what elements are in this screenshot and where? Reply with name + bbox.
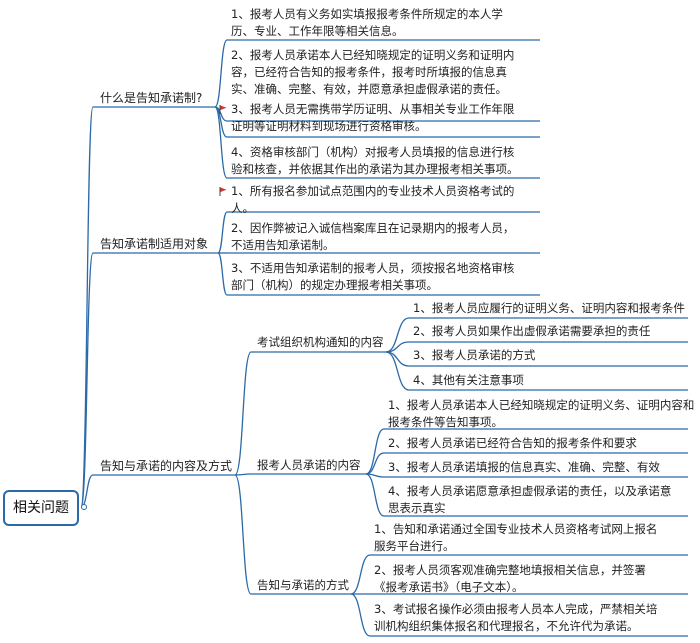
node-text-line: 2、因作弊被记入诚信档案库且在记录期内的报考人员， bbox=[231, 221, 515, 235]
sub-topic-3[interactable]: 告知与承诺的方式 bbox=[257, 577, 349, 594]
node-text-line: 1、报考人员承诺本人已经知晓规定的证明义务、证明内容和 bbox=[388, 398, 695, 412]
node-text-line: 训机构组织集体报名和代理报名，不允许代为承诺。 bbox=[374, 619, 639, 633]
node-text-line: 不适用告知承诺制。 bbox=[231, 238, 335, 252]
connector-branch-leaf bbox=[217, 211, 228, 254]
node-text-line: 1、告知和承诺通过全国专业技术人员资格考试网上报名 bbox=[374, 522, 658, 536]
sub-topic-2[interactable]: 报考人员承诺的内容 bbox=[257, 457, 361, 474]
node-text-line: 告知与承诺的方式 bbox=[257, 578, 349, 592]
node-text-line: 4、其他有关注意事项 bbox=[413, 373, 524, 387]
sub-topic-1[interactable]: 考试组织机构通知的内容 bbox=[257, 334, 384, 351]
node-text-line: 报考条件等告知事项。 bbox=[388, 415, 503, 429]
node-text-line: 什么是告知承诺制? bbox=[100, 91, 203, 105]
connector-root-branch bbox=[80, 106, 94, 508]
leaf-item[interactable]: 1、告知和承诺通过全国专业技术人员资格考试网上报名服务平台进行。 bbox=[374, 521, 657, 555]
node-text-line: 服务平台进行。 bbox=[374, 539, 455, 553]
node-text-line: 实、准确、完整、有效，并愿意承担虚假承诺的责任。 bbox=[231, 82, 507, 96]
node-text-line: 证明等证明材料到现场进行资格审核。 bbox=[231, 119, 427, 133]
node-text-line: 历、专业、工作年限等相关信息。 bbox=[231, 24, 404, 38]
node-text-line: 2、报考人员承诺已经符合告知的报考条件和要求 bbox=[388, 436, 637, 450]
leaf-item[interactable]: 3、报考人员承诺的方式 bbox=[413, 347, 535, 364]
node-text-line: 考试组织机构通知的内容 bbox=[257, 335, 384, 349]
leaf-item[interactable]: 1、报考人员应履行的证明义务、证明内容和报考条件 bbox=[413, 300, 685, 317]
node-text-line: 部门（机构）的规定办理报考相关事项。 bbox=[231, 278, 438, 292]
leaf-item[interactable]: 3、考试报名操作必须由报考人员本人完成，严禁相关培训机构组织集体报名和代理报名，… bbox=[374, 601, 657, 635]
connector-branch-leaf bbox=[217, 252, 228, 296]
connector-branch-leaf bbox=[214, 106, 228, 179]
node-text-line: 容，已经符合告知的报考条件，报考时所填报的信息真 bbox=[231, 65, 507, 79]
leaf-item[interactable]: 2、报考人员承诺本人已经知晓规定的证明义务和证明内容，已经符合告知的报考条件，报… bbox=[231, 47, 514, 98]
connector-branch-sub bbox=[234, 473, 252, 476]
node-text-line: 4、报考人员承诺愿意承担虚假承诺的责任，以及承诺意 bbox=[388, 484, 672, 498]
connector-sub-leaf bbox=[350, 554, 371, 595]
leaf-item[interactable]: 2、报考人员须客观准确完整地填报相关信息，并签署《报考承诺书》（电子文本）。 bbox=[374, 562, 646, 596]
connector-sub-leaf bbox=[385, 351, 410, 367]
leaf-item[interactable]: 4、资格审核部门（机构）对报考人员填报的信息进行核验和核查，并依据其作出的承诺为… bbox=[231, 144, 519, 178]
branch-3[interactable]: 告知与承诺的内容及方式 bbox=[100, 458, 232, 475]
branch-1[interactable]: 什么是告知承诺制? bbox=[100, 90, 202, 107]
connector-sub-leaf bbox=[350, 593, 371, 637]
node-text-line: 1、报考人员应履行的证明义务、证明内容和报考条件 bbox=[413, 301, 685, 315]
node-text-line: 2、报考人员如果作出虚假承诺需要承担的责任 bbox=[413, 324, 651, 338]
node-text-line: 3、报考人员承诺的方式 bbox=[413, 348, 536, 362]
leaf-item[interactable]: 2、报考人员如果作出虚假承诺需要承担的责任 bbox=[413, 323, 650, 340]
node-text-line: 告知承诺制适用对象 bbox=[100, 237, 209, 251]
leaf-item[interactable]: 1、所有报名参加试点范围内的专业技术人员资格考试的人。 bbox=[231, 183, 514, 217]
connector-sub-leaf bbox=[365, 452, 385, 475]
connector-sub-leaf bbox=[365, 428, 385, 475]
node-text-line: 思表示真实 bbox=[388, 501, 446, 515]
leaf-item[interactable]: 3、报考人员承诺填报的信息真实、准确、完整、有效 bbox=[388, 459, 660, 476]
node-text-line: 3、报考人员无需携带学历证明、从事相关专业工作年限 bbox=[231, 102, 515, 116]
node-text-line: 2、报考人员须客观准确完整地填报相关信息，并签署 bbox=[374, 563, 646, 577]
leaf-item[interactable]: 2、报考人员承诺已经符合告知的报考条件和要求 bbox=[388, 435, 637, 452]
branch-2[interactable]: 告知承诺制适用对象 bbox=[100, 236, 208, 253]
connector-root-branch bbox=[80, 252, 94, 508]
leaf-item[interactable]: 1、报考人员承诺本人已经知晓规定的证明义务、证明内容和报考条件等告知事项。 bbox=[388, 397, 694, 431]
connector-branch-sub bbox=[234, 351, 252, 476]
node-text-line: 人。 bbox=[231, 201, 254, 215]
connector-branch-leaf bbox=[214, 39, 228, 108]
node-text-line: 《报考承诺书》（电子文本）。 bbox=[374, 580, 524, 594]
collapse-dot[interactable] bbox=[81, 504, 87, 510]
leaf-item[interactable]: 4、报考人员承诺愿意承担虚假承诺的责任，以及承诺意思表示真实 bbox=[388, 483, 671, 517]
node-text-line: 3、报考人员承诺填报的信息真实、准确、完整、有效 bbox=[388, 460, 660, 474]
node-text-line: 1、报考人员有义务如实填报报考条件所规定的本人学 bbox=[231, 7, 503, 21]
node-text-line: 2、报考人员承诺本人已经知晓规定的证明义务和证明内 bbox=[231, 48, 515, 62]
leaf-item[interactable]: 3、报考人员无需携带学历证明、从事相关专业工作年限证明等证明材料到现场进行资格审… bbox=[231, 101, 514, 135]
node-text-line: 3、考试报名操作必须由报考人员本人完成，严禁相关培 bbox=[374, 602, 658, 616]
connector-branch-sub bbox=[234, 474, 252, 595]
node-text-line: 3、不适用告知承诺制的报考人员，须按报名地资格审核 bbox=[231, 261, 515, 275]
flag-icon bbox=[219, 105, 227, 114]
node-text-line: 1、所有报名参加试点范围内的专业技术人员资格考试的 bbox=[231, 184, 515, 198]
connector-sub-leaf bbox=[385, 317, 410, 353]
leaf-item[interactable]: 2、因作弊被记入诚信档案库且在记录期内的报考人员， 不适用告知承诺制。 bbox=[231, 220, 514, 254]
root-topic[interactable]: 相关问题 bbox=[3, 490, 79, 526]
leaf-item[interactable]: 4、其他有关注意事项 bbox=[413, 372, 524, 389]
connector-sub-leaf bbox=[365, 473, 385, 517]
node-text-line: 4、资格审核部门（机构）对报考人员填报的信息进行核 bbox=[231, 145, 515, 159]
node-text-line: 验和核查，并依据其作出的承诺为其办理报考相关事项。 bbox=[231, 162, 519, 176]
flag-icon bbox=[219, 187, 227, 196]
node-text-line: 告知与承诺的内容及方式 bbox=[100, 459, 233, 473]
leaf-item[interactable]: 1、报考人员有义务如实填报报考条件所规定的本人学历、专业、工作年限等相关信息。 bbox=[231, 6, 503, 40]
leaf-item[interactable]: 3、不适用告知承诺制的报考人员，须按报名地资格审核部门（机构）的规定办理报考相关… bbox=[231, 260, 514, 294]
node-text-line: 报考人员承诺的内容 bbox=[257, 458, 361, 472]
connector-sub-leaf bbox=[385, 351, 410, 391]
